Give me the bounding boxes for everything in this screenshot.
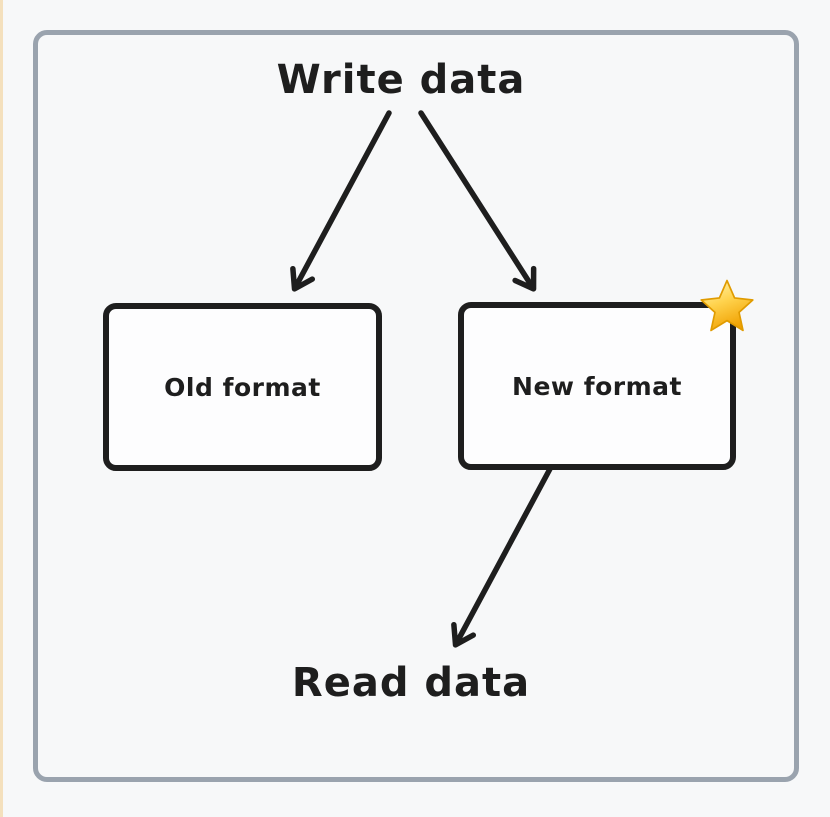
new-format-label: New format [512, 371, 682, 401]
new-format-node: New format [458, 302, 736, 470]
canvas-frame [33, 30, 799, 782]
read-data-label: Read data [291, 660, 531, 706]
write-data-label: Write data [276, 57, 526, 103]
old-format-label: Old format [164, 372, 321, 402]
star-icon [700, 279, 754, 332]
left-edge-strip [0, 0, 3, 817]
old-format-node: Old format [103, 303, 382, 471]
